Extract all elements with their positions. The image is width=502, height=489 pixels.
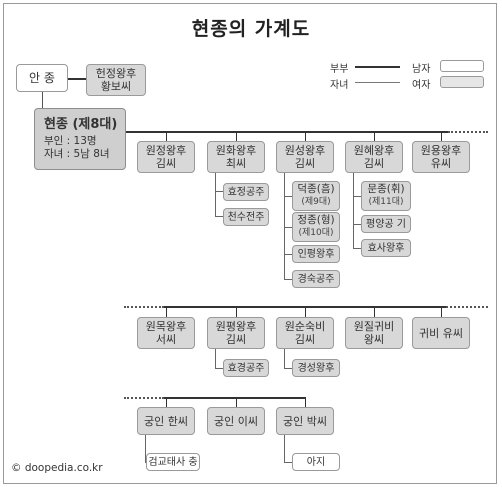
child-box: 효사왕후	[361, 239, 411, 257]
child-connector	[284, 173, 285, 279]
drop-line	[236, 397, 237, 407]
drop-line	[441, 306, 442, 317]
drop-line	[305, 306, 306, 317]
row1-spouse-line	[126, 131, 448, 133]
child-connector	[284, 279, 292, 280]
drop-line	[305, 131, 306, 141]
child-connector	[145, 435, 146, 462]
parents-child-line	[42, 92, 43, 108]
legend-child-label: 자녀	[330, 80, 349, 91]
queen-box: 귀비 유씨	[412, 317, 470, 349]
child-connector	[215, 216, 223, 217]
child-box: 아지	[292, 453, 340, 471]
drop-line	[166, 131, 167, 141]
copyright-text: © doopedia.co.kr	[11, 462, 103, 474]
child-connector	[284, 254, 292, 255]
row3-spouse-line	[164, 397, 306, 399]
parents-spouse-line	[68, 78, 86, 80]
diagram-title: 현종의 가계도	[191, 18, 311, 40]
child-box: 검교태사 충	[146, 453, 200, 471]
child-connector	[284, 196, 292, 197]
drop-line	[236, 306, 237, 317]
child-box: 인평왕후	[292, 245, 340, 263]
consort-box: 궁인 한씨	[137, 407, 195, 435]
child-connector	[215, 368, 223, 369]
child-box: 경성왕후	[292, 359, 340, 377]
child-box: 천수전주	[223, 208, 269, 226]
row3-dotted-line	[124, 397, 164, 399]
drop-line	[166, 306, 167, 317]
child-box: 경숙공주	[292, 270, 340, 288]
child-box: 정종(형)(제10대)	[292, 212, 340, 242]
legend-spouse-label: 부부	[330, 64, 349, 75]
drop-line	[374, 131, 375, 141]
child-connector	[284, 227, 292, 228]
child-connector	[284, 349, 285, 368]
child-box: 문종(휘)(제11대)	[361, 181, 411, 211]
legend-male-label: 남자	[412, 64, 431, 75]
main-person-title: 현종 (제8대)	[44, 116, 118, 132]
father-box: 안 종	[16, 64, 68, 92]
drop-line	[166, 397, 167, 407]
child-connector	[353, 173, 354, 249]
drop-line	[374, 306, 375, 317]
drop-line	[305, 397, 306, 407]
row2-dotted-line-right	[446, 306, 488, 308]
child-box: 효정공주	[223, 183, 269, 201]
child-connector	[284, 368, 292, 369]
legend-female-label: 여자	[412, 80, 431, 91]
child-connector	[353, 196, 361, 197]
child-connector	[215, 173, 216, 217]
legend-male-box	[440, 60, 484, 72]
consort-box: 궁인 박씨	[276, 407, 334, 435]
drop-line	[236, 131, 237, 141]
legend-female-box	[440, 76, 484, 88]
legend-spouse-line	[355, 66, 400, 68]
child-connector	[215, 349, 216, 368]
drop-line	[441, 131, 442, 141]
legend-child-line	[355, 82, 400, 83]
child-box: 평양공 기	[361, 215, 411, 233]
child-connector	[353, 248, 361, 249]
child-connector	[353, 224, 361, 225]
main-person-children: 자녀 : 5남 8녀	[44, 147, 110, 160]
consort-box: 궁인 이씨	[207, 407, 265, 435]
diagram-frame	[3, 3, 497, 484]
child-box: 효경공주	[223, 359, 269, 377]
child-box: 덕종(흠)(제9대)	[292, 181, 340, 211]
child-connector	[215, 191, 223, 192]
row2-dotted-line-left	[124, 306, 164, 308]
main-person-spouses: 부인 : 13명	[44, 134, 97, 147]
child-connector	[284, 462, 292, 463]
child-connector	[284, 435, 285, 462]
row1-dotted-line	[448, 131, 488, 133]
main-person-box: 현종 (제8대) 부인 : 13명 자녀 : 5남 8녀	[34, 108, 126, 170]
